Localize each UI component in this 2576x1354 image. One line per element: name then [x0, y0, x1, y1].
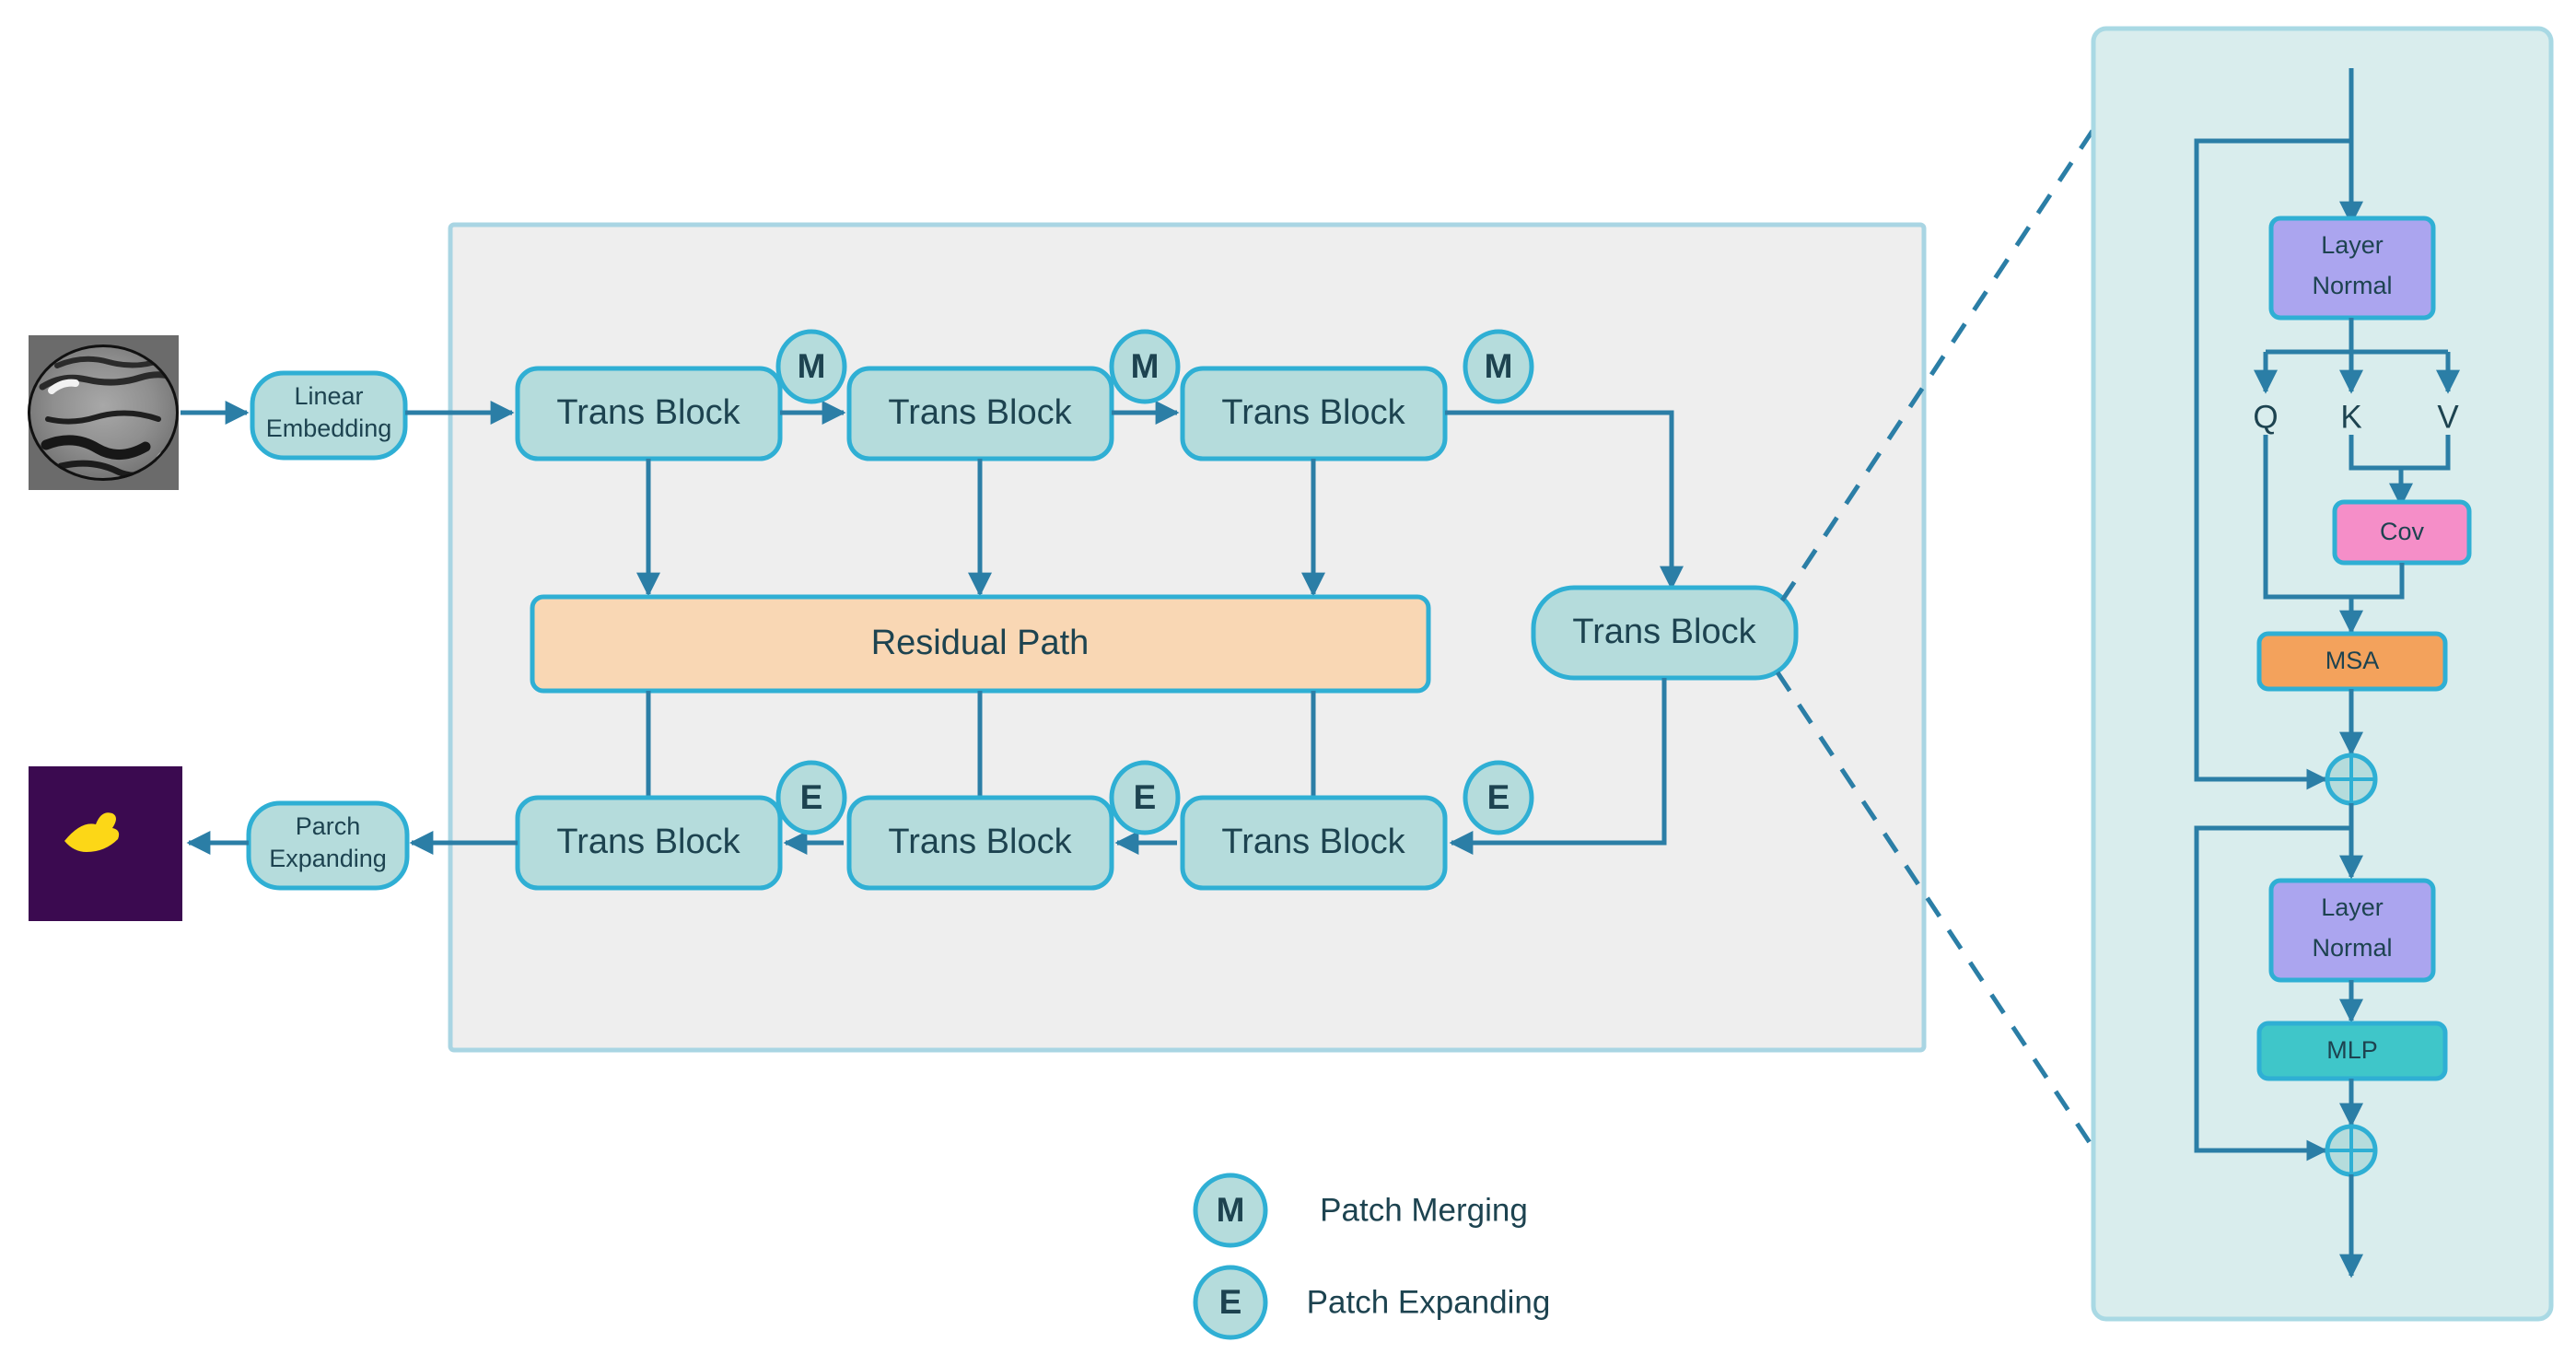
- detail-skip-connection-1: [2194, 138, 2351, 790]
- patch-expanding-node[interactable]: Parch Expanding: [246, 800, 410, 891]
- callout-line-bottom: [1775, 671, 2095, 1149]
- patch-expanding-badge-1: E: [775, 760, 847, 835]
- linear-embedding-label-line1: Linear: [294, 382, 363, 410]
- legend-badge-expanding: E: [1219, 1283, 1242, 1321]
- legend-item-patch-merging: M Patch Merging: [1193, 1173, 1528, 1248]
- patch-expanding-badge-2-label: E: [1134, 778, 1157, 816]
- layer-normal-2-label-line2: Normal: [2312, 934, 2392, 962]
- cov-block[interactable]: Cov: [2332, 499, 2472, 566]
- decoder-block-1[interactable]: Trans Block: [515, 795, 783, 891]
- layer-normal-block-2[interactable]: Layer Normal: [2268, 878, 2436, 983]
- residual-path-bar: Residual Path: [530, 594, 1431, 694]
- callout-line-top: [1779, 129, 2095, 602]
- decoder-block-2-label: Trans Block: [888, 823, 1072, 861]
- detail-qkv-bus: [2266, 318, 2448, 355]
- k-label: K: [2340, 399, 2361, 435]
- patch-merging-badge-3: M: [1463, 329, 1534, 404]
- residual-add-node-2: [2325, 1124, 2378, 1177]
- bottleneck-trans-block[interactable]: Trans Block: [1531, 585, 1799, 681]
- patch-expanding-label-line2: Expanding: [269, 845, 387, 872]
- legend-item-patch-expanding: E Patch Expanding: [1193, 1265, 1551, 1340]
- v-label: V: [2437, 399, 2459, 435]
- bottleneck-trans-block-label: Trans Block: [1572, 613, 1756, 651]
- decoder-block-3[interactable]: Trans Block: [1180, 795, 1448, 891]
- encoder-block-1[interactable]: Trans Block: [515, 366, 783, 461]
- legend-label-patch-merging: Patch Merging: [1320, 1192, 1528, 1228]
- decoder-block-2[interactable]: Trans Block: [846, 795, 1114, 891]
- encoder-block-2-label: Trans Block: [888, 393, 1072, 432]
- residual-add-node-1: [2325, 753, 2378, 806]
- segmentation-mask: [29, 766, 182, 921]
- edge-bottleneck-to-decoder3: [1449, 678, 1667, 855]
- encoder-block-3[interactable]: Trans Block: [1180, 366, 1448, 461]
- residual-path-label: Residual Path: [871, 624, 1090, 662]
- encoder-block-2[interactable]: Trans Block: [846, 366, 1114, 461]
- q-label: Q: [2253, 399, 2278, 435]
- detail-skip-connection-2: [2194, 825, 2351, 1161]
- msa-label: MSA: [2325, 647, 2380, 674]
- layer-normal-2-label-line1: Layer: [2321, 893, 2384, 921]
- layer-normal-1-label-line2: Normal: [2312, 272, 2392, 299]
- encoder-block-1-label: Trans Block: [556, 393, 740, 432]
- encoder-block-3-label: Trans Block: [1221, 393, 1405, 432]
- decoder-block-3-label: Trans Block: [1221, 823, 1405, 861]
- brain-mri-slice: [28, 335, 179, 490]
- patch-expanding-label-line1: Parch: [296, 812, 361, 840]
- patch-merging-badge-1: M: [775, 329, 847, 404]
- decoder-block-1-label: Trans Block: [556, 823, 740, 861]
- patch-expanding-badge-3-label: E: [1487, 778, 1510, 816]
- msa-block[interactable]: MSA: [2256, 631, 2448, 692]
- patch-expanding-badge-2: E: [1109, 760, 1181, 835]
- layer-normal-1-label-line1: Layer: [2321, 231, 2384, 259]
- legend-badge-merging: M: [1217, 1191, 1245, 1229]
- patch-expanding-badge-1-label: E: [800, 778, 823, 816]
- patch-merging-badge-2-label: M: [1131, 347, 1160, 385]
- patch-merging-badge-2: M: [1109, 329, 1181, 404]
- patch-expanding-badge-3: E: [1463, 760, 1534, 835]
- patch-merging-badge-1-label: M: [798, 347, 826, 385]
- layer-normal-block-1[interactable]: Layer Normal: [2268, 216, 2436, 321]
- linear-embedding-label-line2: Embedding: [266, 414, 392, 442]
- patch-merging-badge-3-label: M: [1485, 347, 1513, 385]
- edge-encoder3-to-bottleneck: [1445, 410, 1684, 590]
- mlp-block[interactable]: MLP: [2256, 1021, 2448, 1081]
- cov-label: Cov: [2380, 518, 2425, 545]
- mlp-label: MLP: [2326, 1036, 2378, 1064]
- legend-label-patch-expanding: Patch Expanding: [1307, 1284, 1551, 1320]
- linear-embedding-node[interactable]: Linear Embedding: [250, 370, 408, 461]
